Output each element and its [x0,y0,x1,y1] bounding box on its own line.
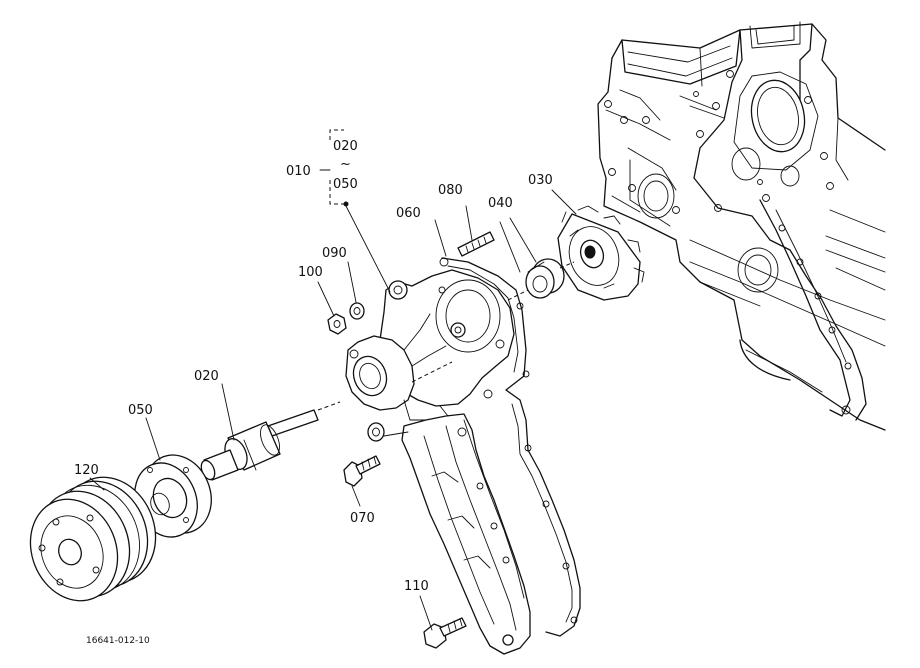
callout-030: 030 [528,173,553,188]
washer-090 [349,302,365,320]
callout-060: 060 [396,206,421,221]
callout-070: 070 [350,511,375,526]
callout-080: 080 [438,183,463,198]
callout-020: 020 [194,369,219,384]
callout-110: 110 [404,579,429,594]
engine-block [597,21,886,431]
leader-lines [89,189,577,631]
nut-100 [327,313,347,335]
seal-040 [525,258,565,299]
callout-010: 010 [286,164,311,179]
callout-050: 050 [128,403,153,418]
callout-range-start-020: 020 [333,139,358,154]
callout-090: 090 [322,246,347,261]
bolt-110 [423,617,467,649]
callout-120: 120 [74,463,99,478]
callout-100: 100 [298,265,323,280]
callout-range-end-050: 050 [333,177,358,192]
impeller-030 [557,205,645,301]
stud-bolt-080 [457,231,495,257]
bolt-070 [343,455,381,487]
water-pump-body-010 [345,257,581,655]
callout-range-tilde: ~ [340,157,351,172]
pulley-120 [29,476,157,602]
callout-040: 040 [488,196,513,211]
shaft-bearing-020 [200,409,319,481]
callout-bracket-010 [319,129,344,205]
figure-code: 16641-012-10 [86,636,150,646]
assembly-axis [317,261,575,411]
